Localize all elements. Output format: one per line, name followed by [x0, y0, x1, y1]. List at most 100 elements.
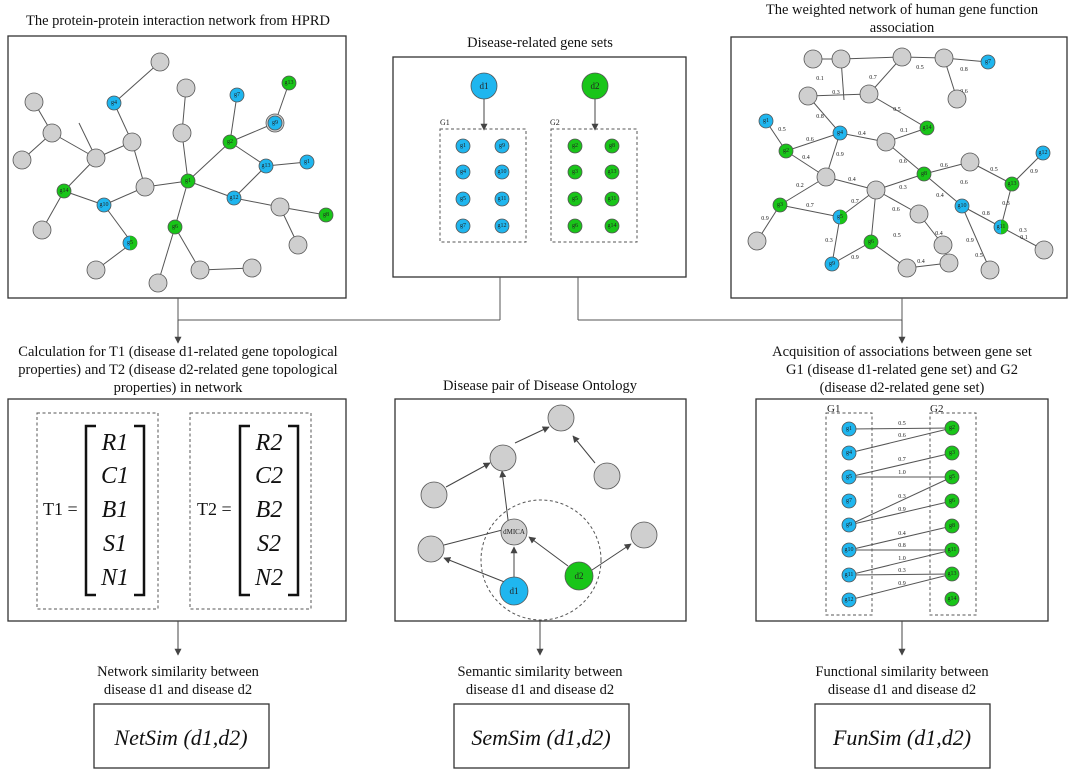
weighted-edge-weights: 0.1 0.7 0.5 0.8 0.3 0.6 0.8 0.5 0.5 0.6 … [761, 65, 1038, 265]
hprd-node-g4 [106, 95, 122, 111]
svg-text:0.5: 0.5 [990, 167, 998, 173]
semsim-box: SemSim (d1,d2) [453, 703, 630, 769]
ontology-node [593, 462, 621, 490]
ontology-d1-label: d1 [510, 586, 519, 596]
weighted-node-g12 [1035, 145, 1051, 161]
weighted-node-g6 [863, 234, 879, 250]
ontology-panel: dMICA d1 d2 [394, 398, 687, 622]
hprd-node [242, 258, 262, 278]
svg-text:0.6: 0.6 [960, 89, 968, 95]
svg-text:S1: S1 [103, 531, 127, 557]
weighted-node-g10 [954, 198, 970, 214]
svg-text:0.5: 0.5 [893, 107, 901, 113]
hprd-node [150, 52, 170, 72]
dmica-node [500, 518, 528, 546]
netsim-box: NetSim (d1,d2) [93, 703, 270, 769]
ontology-node [420, 481, 448, 509]
svg-text:R2: R2 [255, 430, 283, 456]
hprd-node [288, 235, 308, 255]
hprd-node [148, 273, 168, 293]
weighted-network-panel: 0.1 0.7 0.5 0.8 0.3 0.6 0.8 0.5 0.5 0.6 … [730, 36, 1068, 299]
hprd-node-g1 [299, 154, 315, 170]
hprd-node-g8 [318, 207, 334, 223]
svg-text:g3: g3 [777, 202, 783, 208]
net-caption-line2: disease d1 and disease d2 [104, 682, 252, 698]
svg-text:0.5: 0.5 [778, 127, 786, 133]
hprd-node [86, 260, 106, 280]
hprd-node [42, 123, 62, 143]
assoc-left-nodes: g1 g4 g5 g7 g9 g10 g11 g12 [841, 421, 857, 608]
svg-text:0.1: 0.1 [1020, 235, 1028, 241]
svg-text:0.3: 0.3 [899, 185, 907, 191]
hprd-network-panel: g4 g7 g13 g9 g2 g13 g1 g1 g14 g10 g12 g6… [7, 35, 347, 299]
associations-frame [755, 398, 1049, 622]
hprd-label: g13 [285, 80, 294, 86]
svg-text:0.3: 0.3 [898, 568, 906, 574]
sem-caption-line2: disease d1 and disease d2 [466, 682, 614, 698]
hprd-node-g14 [56, 183, 72, 199]
hprd-label: g2 [227, 139, 233, 145]
acq-caption-line2: G1 (disease d1-related gene set) and G2 [786, 362, 1018, 378]
net-caption-line1: Network similarity between [97, 664, 260, 680]
hprd-label: g1 [304, 159, 310, 165]
svg-text:g2: g2 [783, 148, 789, 154]
svg-text:0.1: 0.1 [816, 76, 824, 82]
svg-text:0.3: 0.3 [1002, 201, 1010, 207]
svg-text:g14: g14 [608, 223, 617, 229]
svg-text:0.5: 0.5 [893, 233, 901, 239]
svg-text:g6: g6 [572, 223, 578, 229]
calc-caption-line3: properties) in network [114, 380, 244, 396]
ontology-caption: Disease pair of Disease Ontology [443, 378, 638, 394]
svg-text:0.6: 0.6 [892, 207, 900, 213]
assoc-g2-box [929, 412, 977, 616]
hprd-node [270, 197, 290, 217]
svg-text:1.0: 1.0 [898, 470, 906, 476]
svg-text:0.3: 0.3 [898, 494, 906, 500]
hprd-label: g1 [185, 178, 191, 184]
hprd-node [172, 123, 192, 143]
svg-text:0.7: 0.7 [898, 457, 906, 463]
svg-text:0.9: 0.9 [836, 152, 844, 158]
svg-text:g6: g6 [868, 239, 874, 245]
hprd-node [86, 148, 106, 168]
svg-text:g13: g13 [948, 571, 957, 577]
funsim-box: FunSim (d1,d2) [814, 703, 991, 769]
acq-caption-line3: (disease d2-related gene set) [820, 380, 985, 396]
netsim-label: NetSim (d1,d2) [113, 725, 247, 750]
svg-text:0.4: 0.4 [936, 193, 944, 199]
svg-text:g5: g5 [460, 196, 466, 202]
svg-text:g1: g1 [763, 118, 769, 124]
svg-text:g8: g8 [609, 143, 615, 149]
hprd-node-g6 [167, 219, 183, 235]
svg-text:0.6: 0.6 [940, 163, 948, 169]
ontology-d2-node [564, 561, 594, 591]
ontology-d1-node [499, 576, 529, 606]
svg-text:g11: g11 [608, 196, 617, 202]
acq-caption-line1: Acquisition of associations between gene… [772, 344, 1032, 360]
svg-text:0.6: 0.6 [898, 433, 906, 439]
svg-text:0.4: 0.4 [898, 531, 906, 537]
svg-text:0.6: 0.6 [960, 180, 968, 186]
hprd-node-g13 [281, 75, 297, 91]
svg-text:g11: g11 [948, 547, 957, 553]
svg-text:0.3: 0.3 [825, 238, 833, 244]
weighted-network-caption-line1: The weighted network of human gene funct… [766, 2, 1039, 18]
svg-text:g7: g7 [985, 59, 991, 65]
svg-text:0.4: 0.4 [802, 155, 810, 161]
weighted-node-g9 [824, 256, 840, 272]
hprd-node-g10 [96, 197, 112, 213]
svg-text:1.0: 1.0 [898, 556, 906, 562]
assoc-g1-box [825, 412, 873, 616]
hprd-frame [7, 35, 347, 299]
hprd-node-g9 [267, 115, 283, 131]
svg-text:g3: g3 [572, 169, 578, 175]
svg-text:0.7: 0.7 [851, 199, 859, 205]
svg-text:g11: g11 [997, 224, 1006, 230]
weighted-node-g13 [1004, 176, 1020, 192]
hprd-label: g12 [230, 195, 239, 201]
svg-text:g10: g10 [958, 203, 967, 209]
svg-text:0.5: 0.5 [975, 253, 983, 259]
gene-sets-caption: Disease-related gene sets [467, 35, 613, 51]
hprd-node-g2 [222, 134, 238, 150]
assoc-edges [848, 427, 953, 601]
